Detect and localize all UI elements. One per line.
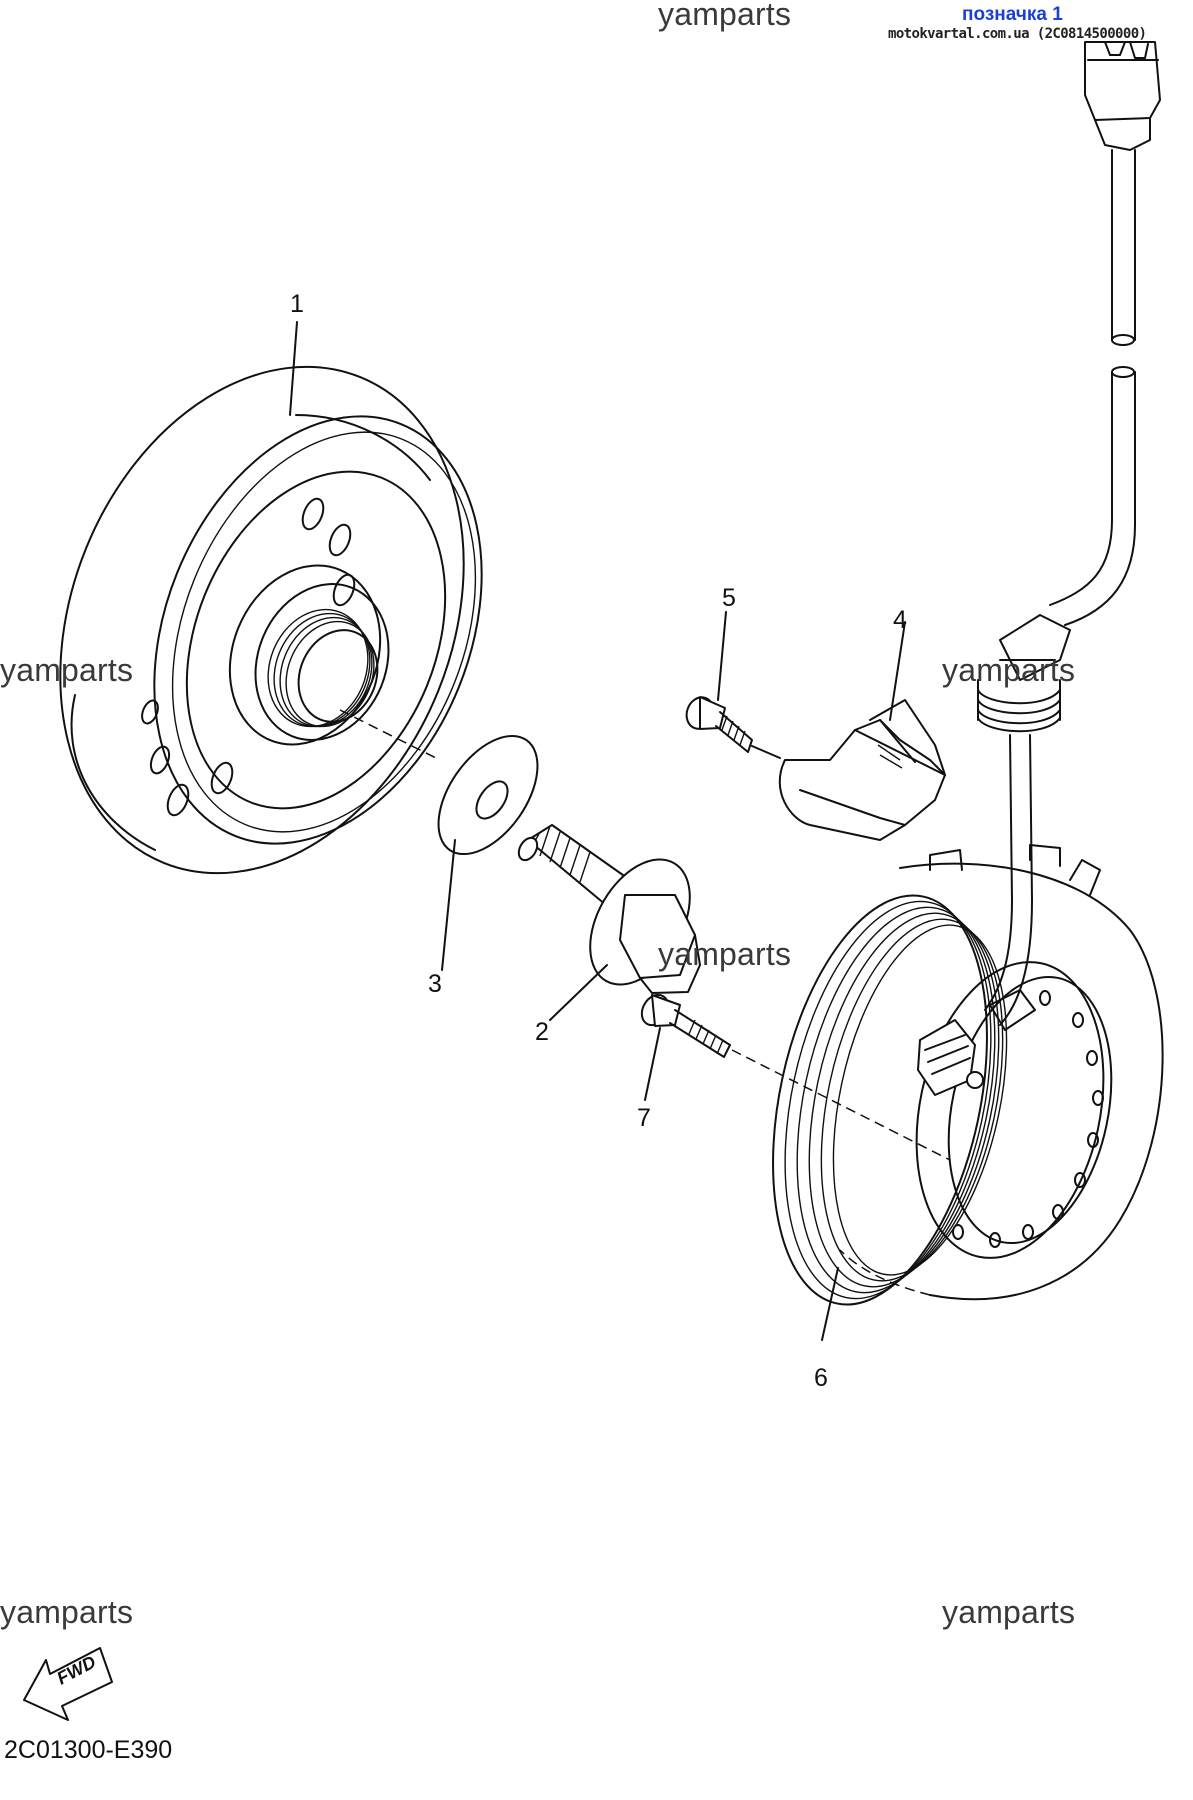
part-7-screw (640, 993, 951, 1161)
callout-3: 3 (428, 970, 442, 998)
header-label: позначка 1 (962, 4, 1063, 25)
part-6-stator (772, 844, 1164, 1341)
watermark: yamparts (0, 1594, 134, 1630)
part-5-screw (685, 611, 781, 759)
callout-1: 1 (290, 290, 304, 318)
callout-2: 2 (535, 1018, 549, 1046)
diagram-code: 2C01300-E390 (4, 1736, 173, 1764)
watermark: yamparts (942, 1594, 1076, 1630)
callout-6: 6 (814, 1364, 828, 1392)
fwd-arrow-icon (23, 1647, 113, 1721)
part-2-flange-bolt (517, 824, 701, 1021)
callout-4: 4 (893, 606, 907, 634)
watermark: yamparts (658, 936, 792, 972)
header-site-text: motokvartal.com.ua (2C0814500000) (888, 26, 1147, 42)
part-3-washer (437, 734, 539, 971)
watermark: yamparts (0, 652, 134, 688)
part-1-rotor (59, 321, 483, 875)
watermark: yamparts (942, 652, 1076, 688)
watermark: yamparts (658, 0, 792, 32)
callout-7: 7 (637, 1104, 651, 1132)
wire-harness (977, 41, 1161, 1026)
part-4-bracket (778, 621, 946, 841)
callout-5: 5 (722, 584, 736, 612)
